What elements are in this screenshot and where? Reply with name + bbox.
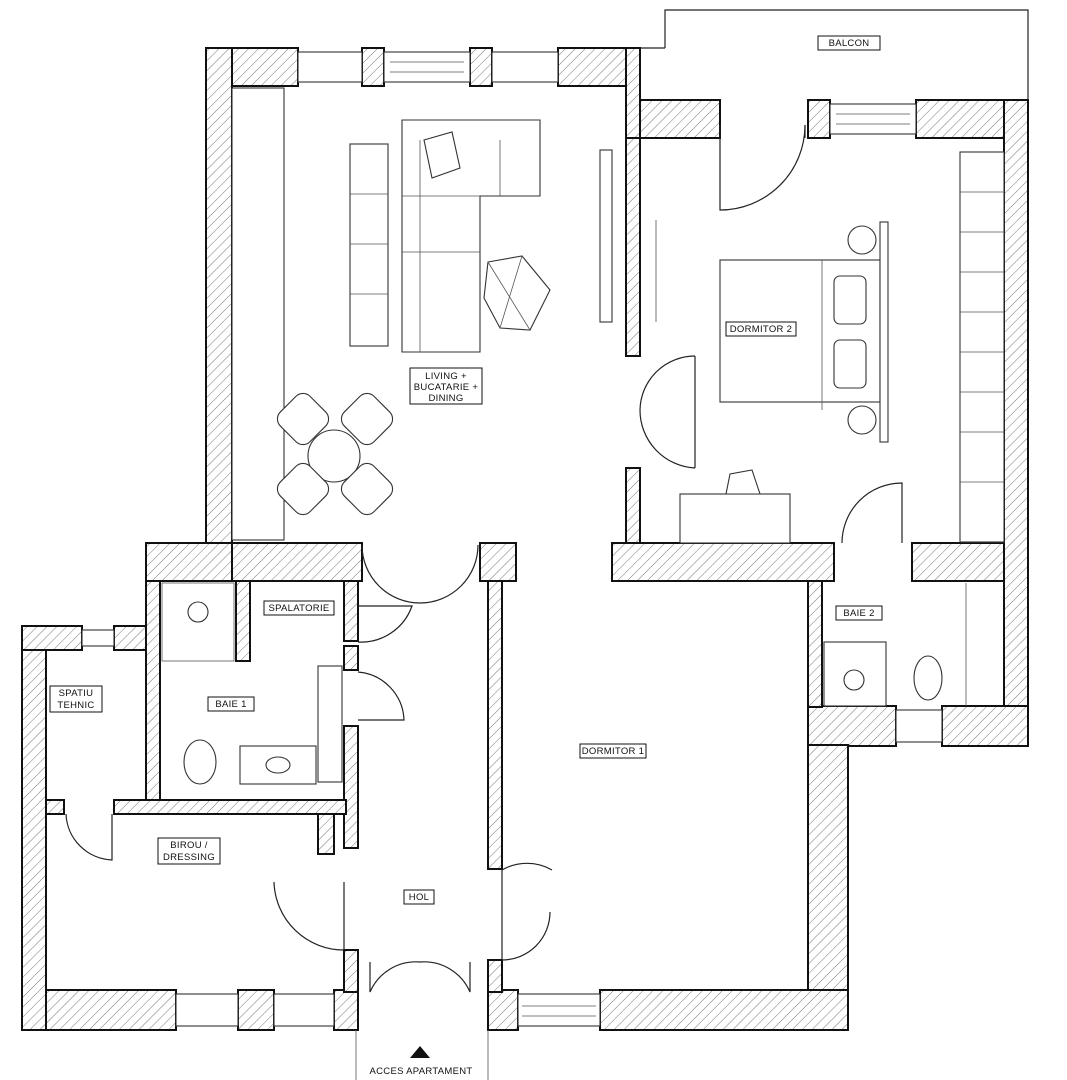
room-label-baie2: BAIE 2	[835, 605, 883, 621]
svg-text:LIVING +: LIVING +	[425, 371, 467, 382]
doors	[65, 124, 903, 993]
room-label-dormitor1: DORMITOR 1	[579, 743, 647, 759]
living-furniture	[231, 87, 657, 541]
entrance-label: ACCES APARTAMENT	[370, 1066, 473, 1077]
room-label-spatiu-tehnic: SPATIU TEHNIC	[49, 685, 103, 713]
room-label-spalatorie: SPALATORIE	[263, 600, 335, 616]
svg-text:BUCATARIE +: BUCATARIE +	[414, 382, 479, 393]
svg-text:SPATIU: SPATIU	[59, 688, 94, 699]
svg-text:SPALATORIE: SPALATORIE	[268, 603, 329, 614]
svg-text:DORMITOR 1: DORMITOR 1	[582, 746, 644, 757]
svg-text:BALCON: BALCON	[829, 38, 870, 49]
svg-text:DINING: DINING	[428, 393, 463, 404]
svg-text:HOL: HOL	[409, 892, 429, 903]
svg-text:DRESSING: DRESSING	[163, 852, 215, 863]
svg-text:DORMITOR 2: DORMITOR 2	[730, 324, 792, 335]
room-label-living: LIVING + BUCATARIE + DINING	[409, 367, 483, 405]
interior-walls	[45, 137, 1005, 993]
windows	[81, 51, 943, 1027]
entrance-marker	[355, 1030, 489, 1080]
room-label-baie1: BAIE 1	[207, 696, 255, 712]
room-label-birou-dressing: BIROU / DRESSING	[157, 837, 221, 865]
svg-text:BIROU /: BIROU /	[170, 840, 208, 851]
dormitor2-furniture	[679, 151, 1005, 544]
bathroom-fixtures	[161, 582, 967, 785]
svg-text:ACCES APARTAMENT: ACCES APARTAMENT	[370, 1066, 473, 1077]
room-label-balcon: BALCON	[817, 35, 881, 51]
entrance-arrow-icon	[410, 1046, 430, 1058]
svg-text:BAIE 2: BAIE 2	[843, 608, 874, 619]
svg-text:BAIE 1: BAIE 1	[215, 699, 246, 710]
room-label-hol: HOL	[403, 889, 435, 905]
svg-text:TEHNIC: TEHNIC	[57, 700, 94, 711]
room-label-dormitor2: DORMITOR 2	[725, 321, 797, 337]
balcony	[640, 9, 1029, 102]
